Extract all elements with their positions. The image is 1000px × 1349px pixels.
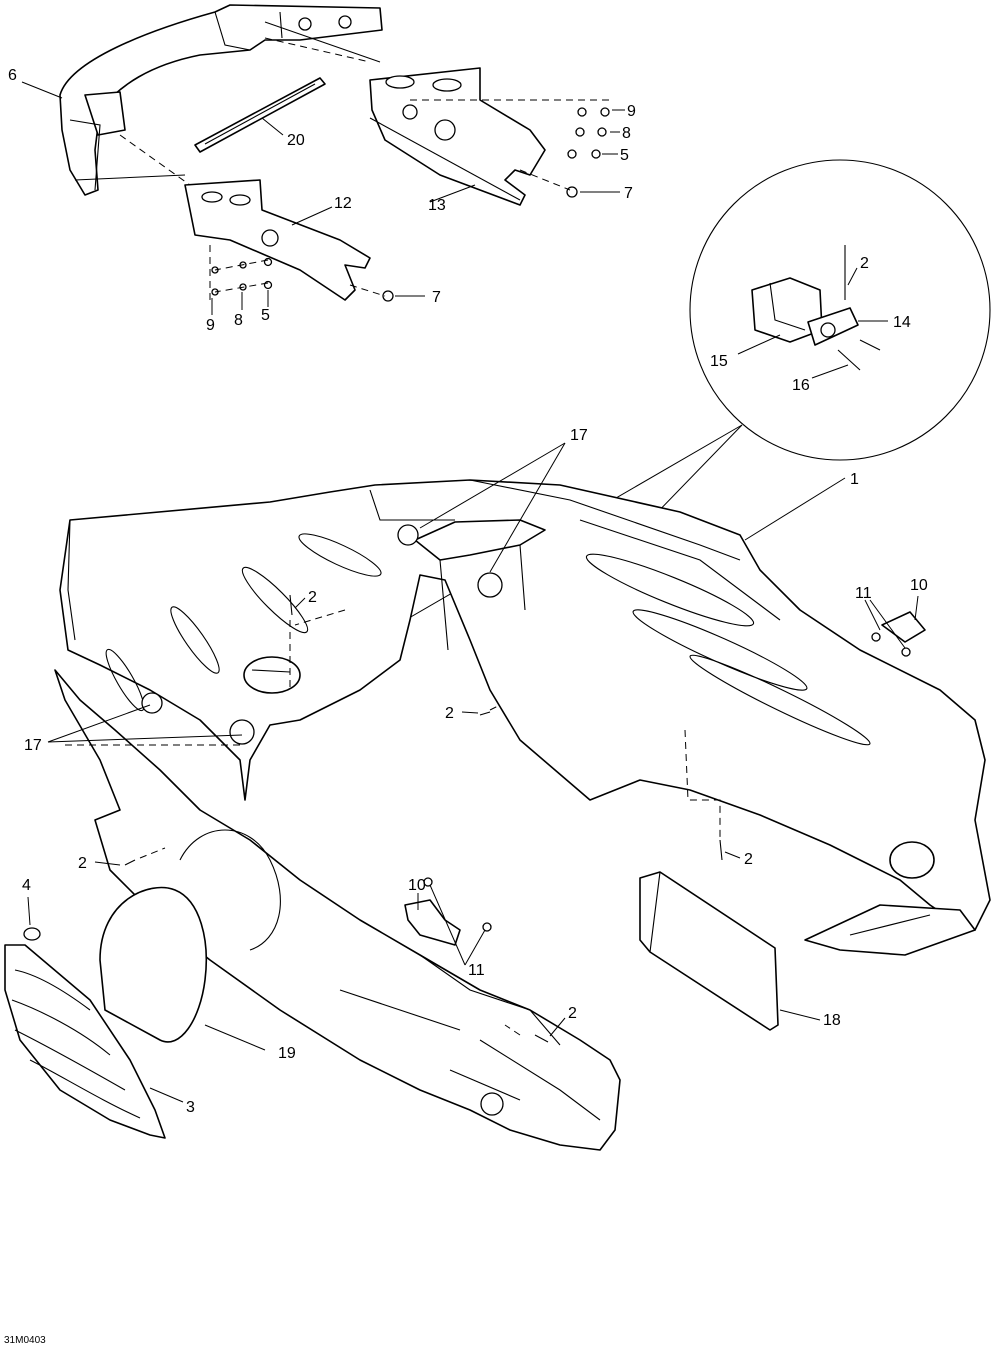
part-12-bracket [184,179,371,301]
part-4-grommet [23,896,41,941]
rear-hinge-plate [804,904,976,956]
callout-2: 2 [568,1005,577,1022]
callout-2: 2 [308,589,317,606]
callout-2: 2 [78,855,87,872]
callout-labels: 6 20 9 8 5 7 13 12 7 9 8 5 2 14 15 16 17… [4,67,928,1346]
callout-11: 11 [468,962,485,979]
part-3-grille [4,944,166,1139]
callout-5: 5 [261,307,270,324]
callout-20: 20 [287,132,305,149]
callout-2: 2 [744,851,753,868]
callout-6: 6 [8,67,17,84]
part-18-block [639,871,779,1031]
callout-13: 13 [428,197,446,214]
callout-5: 5 [620,147,629,164]
callout-9: 9 [206,317,215,334]
callout-18: 18 [823,1012,841,1029]
callout-9: 9 [627,103,636,120]
callout-12: 12 [334,195,352,212]
part-13-bracket [369,67,546,206]
callout-4: 4 [22,877,31,894]
callout-2: 2 [445,705,454,722]
callout-16: 16 [792,377,810,394]
callout-2: 2 [860,255,869,272]
part-1-body [59,479,991,931]
callout-11: 11 [855,585,872,602]
part-6-bumper [59,4,383,196]
leader-lines [21,81,919,1103]
body-fasteners [124,594,911,1043]
callout-15: 15 [710,353,728,370]
part-19-disc [99,886,208,1043]
lower-side-rail [54,669,621,1151]
part-20-strip [194,77,326,153]
hardware-12-fasteners [211,257,394,302]
callout-7: 7 [624,185,633,202]
drawing-code: 31M0403 [4,1335,46,1346]
callout-8: 8 [234,312,243,329]
top-assembly-lines [74,21,610,300]
hardware-13-fasteners [566,107,610,198]
callout-19: 19 [278,1045,296,1062]
callout-17: 17 [570,427,588,444]
callout-3: 3 [186,1099,195,1116]
callout-17: 17 [24,737,42,754]
callout-14: 14 [893,314,911,331]
part-10-brackets [404,611,926,946]
body-assembly-lines [65,609,721,1036]
callout-7: 7 [432,289,441,306]
callout-1: 1 [850,471,859,488]
callout-10: 10 [910,577,928,594]
callout-10: 10 [408,877,426,894]
callout-8: 8 [622,125,631,142]
